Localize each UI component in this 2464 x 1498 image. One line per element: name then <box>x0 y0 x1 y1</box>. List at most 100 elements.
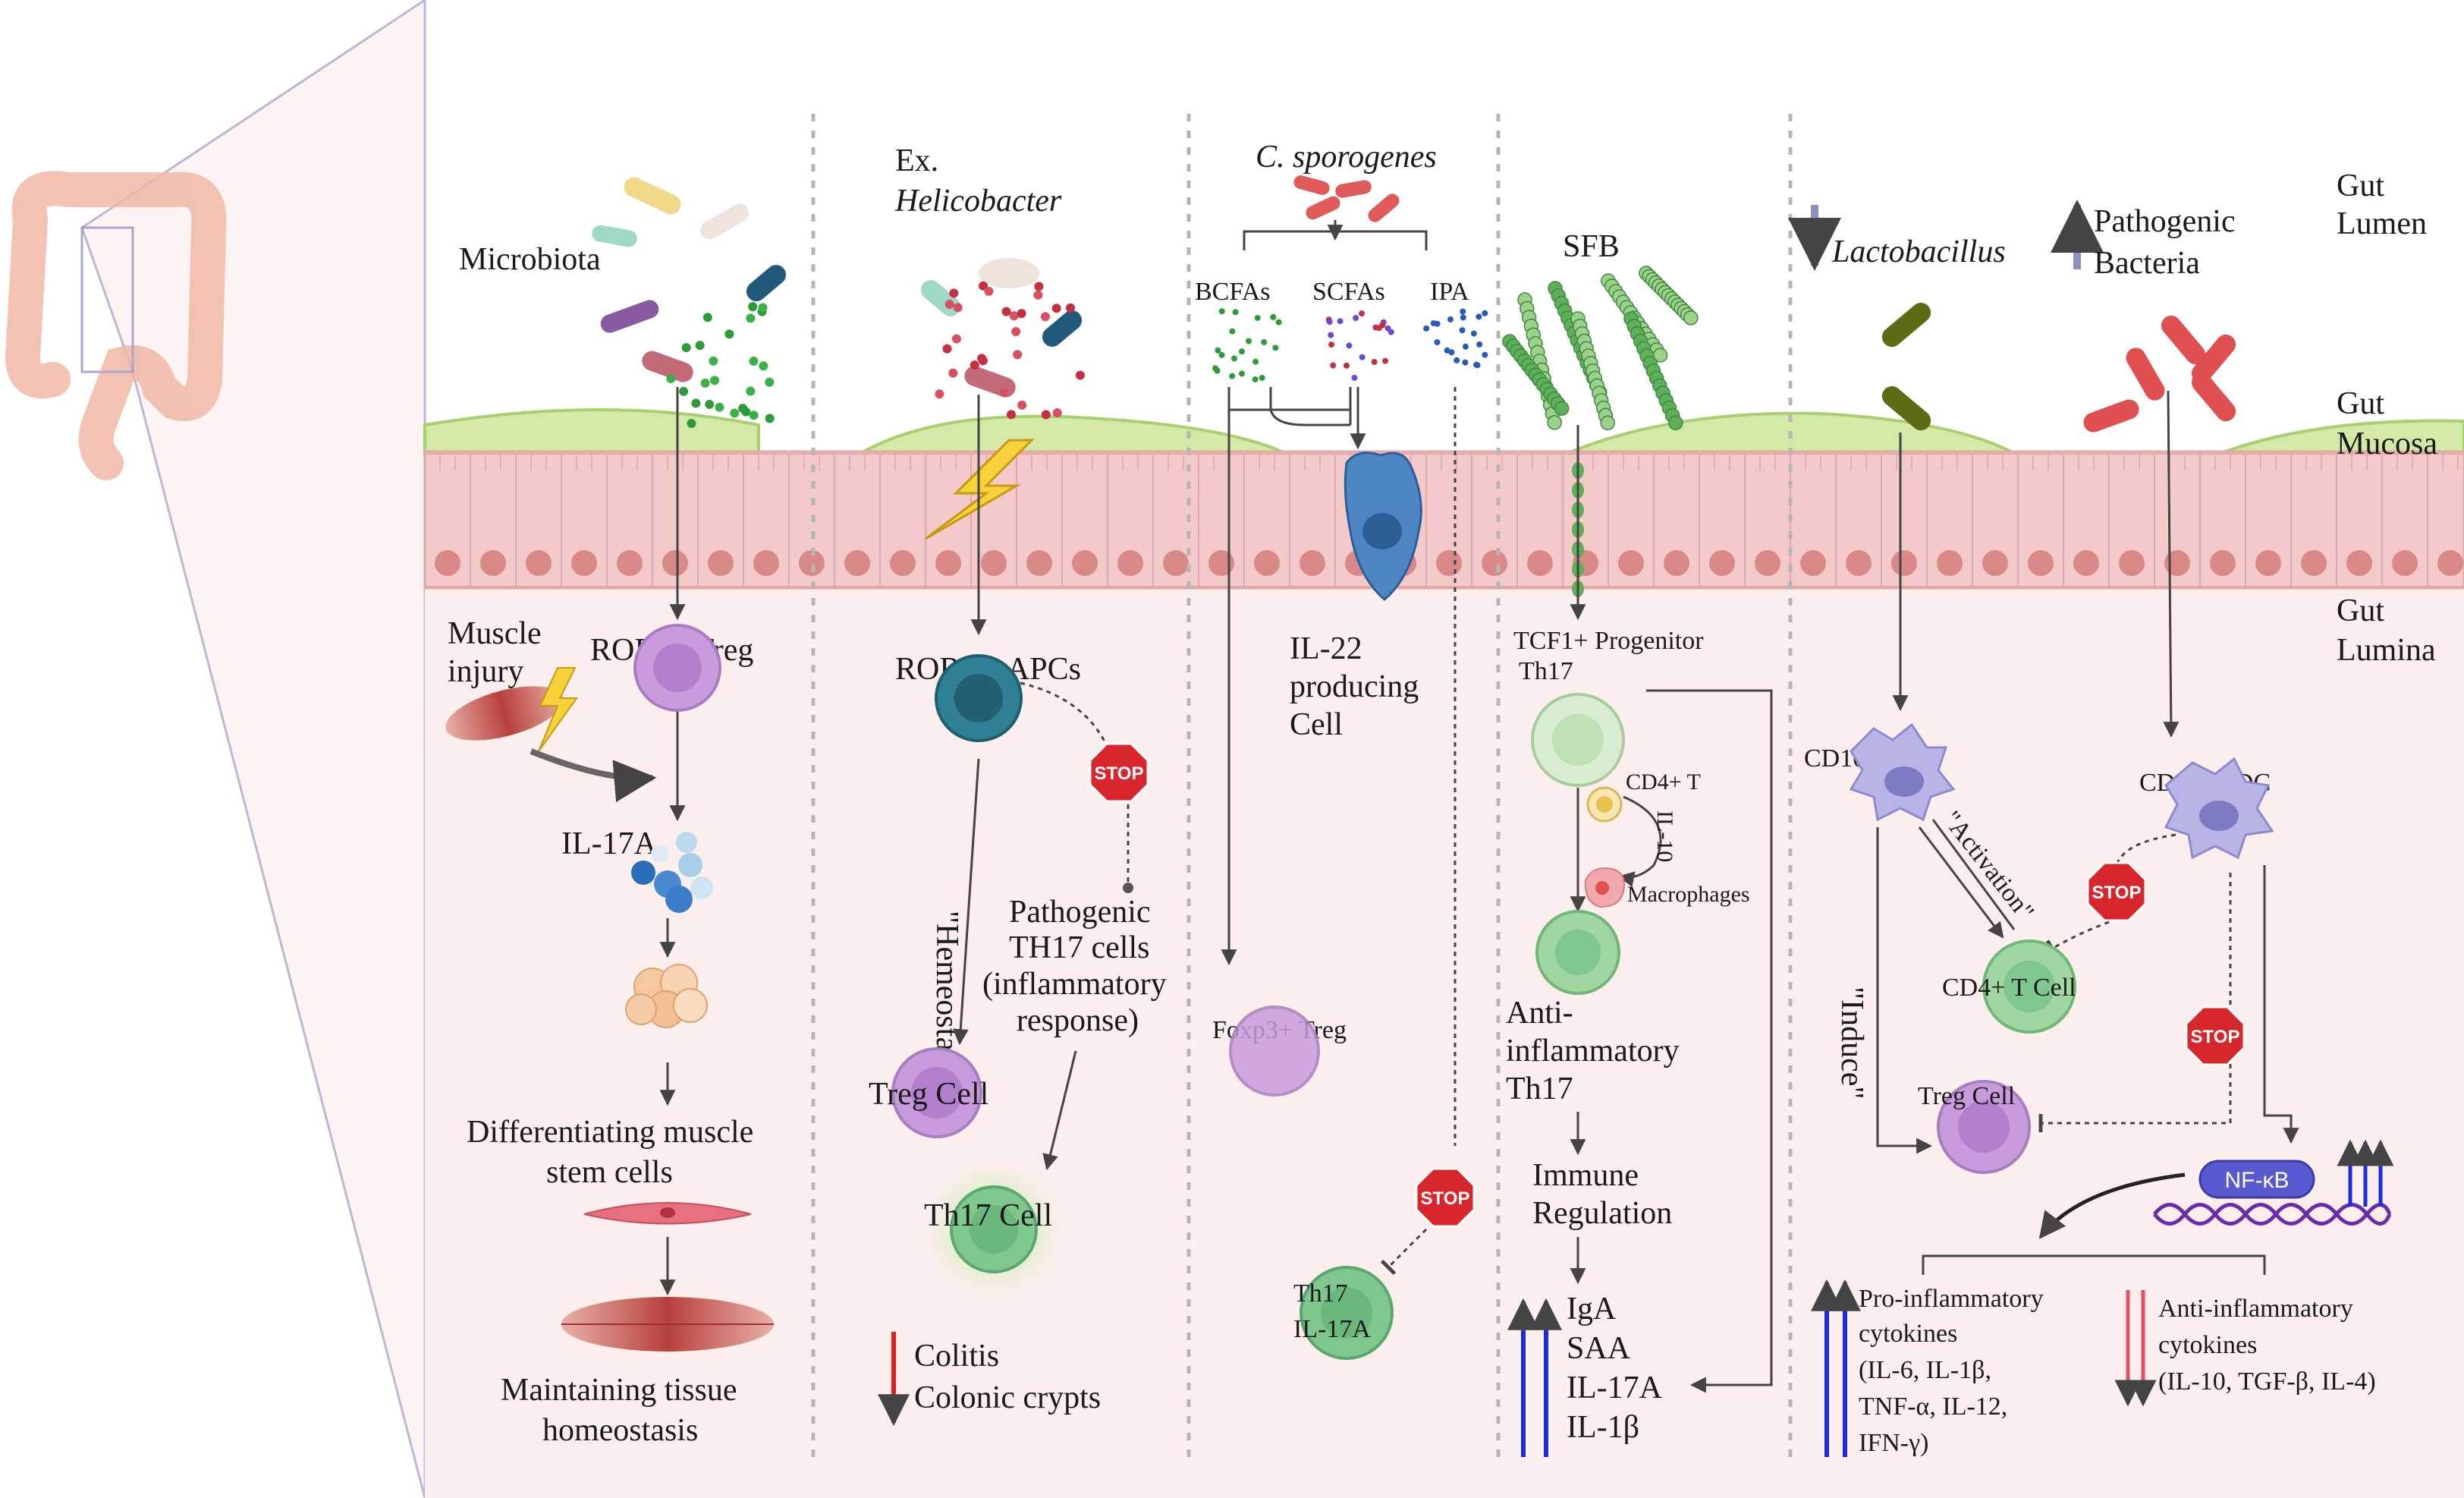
metabolite-dot <box>702 313 712 323</box>
mucosa-label-2: Mucosa <box>2337 426 2437 461</box>
metabolite-dot <box>1462 343 1469 350</box>
metabolite-dot <box>1034 282 1044 291</box>
epithelial-nucleus <box>981 550 1007 576</box>
metabolite-dot <box>758 303 768 313</box>
epithelial-nucleus <box>1254 550 1280 576</box>
csporogenes-label: C. sporogenes <box>1256 140 1437 175</box>
metabolite-dot <box>944 299 954 309</box>
metabolite-dot <box>748 302 758 312</box>
metabolite-dot <box>705 399 715 409</box>
helicobacter-dots <box>935 281 1085 420</box>
metabolite-dot <box>1013 350 1023 360</box>
pro-label-2: cytokines <box>1859 1320 1957 1348</box>
epithelial-nucleus <box>1163 550 1189 576</box>
metabolite-dot <box>666 373 676 383</box>
tcf1-label-2: Th17 <box>1519 657 1573 685</box>
metabolite-dot <box>1041 312 1051 322</box>
metabolite-dot <box>1343 362 1350 369</box>
maintain-label-1: Maintaining tissue <box>501 1373 737 1408</box>
muscle-injury-label-2: injury <box>448 654 523 689</box>
metabolite-dot <box>695 341 705 351</box>
metabolite-dot <box>1239 348 1246 355</box>
sfb-filaments <box>1502 266 1699 597</box>
metabolite-dot <box>724 329 734 339</box>
il22-producing-cell <box>1344 452 1422 601</box>
sfb-segment <box>1668 415 1683 430</box>
il10-label: IL-10 <box>1652 810 1677 862</box>
anti-label-1: Anti- <box>1506 996 1573 1031</box>
epithelial-nucleus <box>2210 550 2236 576</box>
metabolite-dot <box>710 376 720 386</box>
lactobacillus-bacteria <box>1881 302 1931 431</box>
epithelial-nucleus <box>2164 550 2190 576</box>
metabolite-dot <box>1214 367 1221 374</box>
metabolite-dot <box>1230 355 1237 362</box>
epithelial-nucleus <box>2073 550 2099 576</box>
metabolite-dot <box>681 343 691 353</box>
epithelial-cell <box>2427 453 2464 587</box>
cd103-dc-left <box>1849 722 1956 822</box>
anti-label-2: inflammatory <box>1506 1034 1680 1068</box>
metabolite-dot <box>1218 351 1225 358</box>
bacteria-cluster <box>592 177 787 382</box>
metabolite-dot <box>1001 307 1011 316</box>
svg-text:STOP: STOP <box>2191 1027 2240 1047</box>
lumina-label-1: Gut <box>2337 593 2384 628</box>
metabolite-dot <box>1246 338 1252 345</box>
metabolite-dot <box>1482 310 1488 316</box>
metabolite-dot <box>1066 303 1076 313</box>
pro-label-1: Pro-inflammatory <box>1859 1285 2044 1313</box>
treg-cell-label: Treg Cell <box>869 1077 988 1112</box>
metabolite-dot <box>765 414 775 423</box>
pathogenic-label-3: (inflammatory <box>982 967 1167 1002</box>
epithelial-nucleus <box>1482 550 1507 576</box>
macrophage-icon <box>1584 867 1625 908</box>
microbiota-label: Microbiota <box>459 242 601 277</box>
metabolite-dot <box>1238 370 1245 377</box>
metabolite-dot <box>1359 354 1366 360</box>
metabolite-dot <box>1017 309 1026 319</box>
il22-label-1: IL-22 <box>1290 631 1362 666</box>
metabolite-dot <box>1447 316 1454 323</box>
metabolite-dot <box>1358 310 1365 317</box>
epithelial-nucleus <box>2028 550 2054 576</box>
csporogenes-bacteria <box>1293 175 1400 222</box>
metabolite-dot <box>1423 325 1430 332</box>
metabolite-dot <box>1254 314 1261 321</box>
epithelial-nucleus <box>1891 550 1917 576</box>
epithelial-nucleus <box>1117 550 1143 576</box>
epithelial-nucleus <box>1618 550 1644 576</box>
foxp3-treg-cell <box>1229 1005 1320 1097</box>
epithelial-nucleus <box>2119 550 2145 576</box>
metabolite-dot <box>1459 327 1466 334</box>
metabolite-dot <box>970 360 979 370</box>
epithelial-nucleus <box>617 550 643 576</box>
lumen-label-1: Gut <box>2337 168 2384 203</box>
lumen-label-2: Lumen <box>2337 206 2427 241</box>
metabolite-dot <box>1330 362 1337 369</box>
metabolite-dot <box>1371 358 1378 365</box>
pathogenic-bacteria-label-1: Pathogenic <box>2094 204 2236 239</box>
metabolite-dot <box>1326 319 1333 326</box>
metabolite-dot <box>984 286 994 296</box>
metabolite-dot <box>948 368 958 378</box>
epithelial-nucleus <box>1846 550 1872 576</box>
output-il17a: IL-17A <box>1567 1371 1663 1405</box>
metabolite-dot <box>730 408 740 418</box>
stop-sign-ipa: STOP <box>1415 1167 1476 1228</box>
tcf1-label-1: TCF1+ Progenitor <box>1513 627 1704 655</box>
metabolite-dot <box>1259 374 1265 381</box>
zoom-wedge <box>80 0 426 1498</box>
metabolite-dot <box>1473 361 1480 368</box>
pro-label-4: TNF-α, IL-12, <box>1859 1393 2007 1421</box>
metabolite-dot <box>942 344 952 354</box>
svg-text:STOP: STOP <box>1421 1188 1470 1209</box>
metabolite-dot <box>759 361 768 371</box>
metabolite-dot <box>951 334 961 344</box>
epithelial-nucleus <box>1982 550 2008 576</box>
il17a-label-3: IL-17A <box>1293 1315 1371 1343</box>
anti-cyto-label-1: Anti-inflammatory <box>2158 1295 2353 1323</box>
il22-label-3: Cell <box>1290 707 1343 742</box>
lactobacillus-label: Lactobacillus <box>1831 234 2006 269</box>
anti-label-3: Th17 <box>1506 1072 1573 1106</box>
